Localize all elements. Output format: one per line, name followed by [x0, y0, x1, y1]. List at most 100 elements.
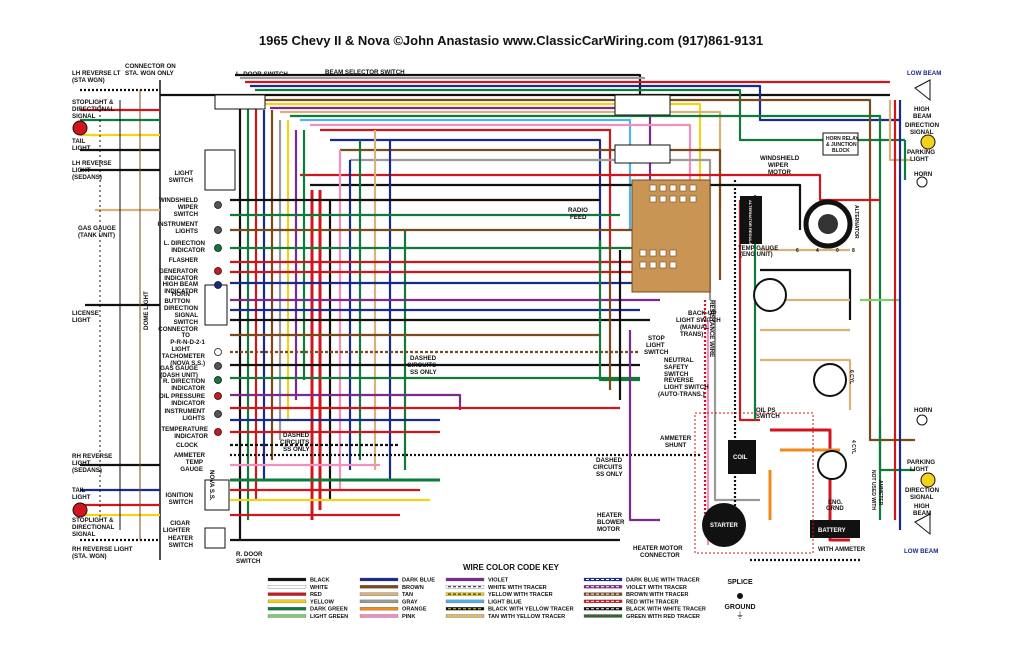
key-label: VIOLET WITH TRACER — [626, 585, 687, 591]
key-label: BLACK — [310, 578, 330, 584]
key-label: TAN WITH YELLOW TRACER — [488, 614, 565, 620]
key-swatch — [267, 599, 307, 604]
lbl-r-direction-1: R. DIRECTION — [163, 378, 205, 385]
lbl-instr-lights-3: INSTRUMENT — [164, 408, 205, 415]
lbl-tach-2: (NOVA S.S.) — [170, 360, 205, 367]
key-title: WIRE COLOR CODE KEY — [463, 563, 560, 572]
lbl-horn-relay-2: & JUNCTION — [826, 142, 857, 148]
bulkhead-connectors — [204, 94, 671, 549]
lbl-directional-1: DIRECTIONAL — [72, 106, 114, 113]
lbl-ws-wiper-motor-2: WIPER — [768, 162, 789, 169]
lbl-tank-unit: (TANK UNIT) — [78, 232, 115, 239]
lbl-temp-gauge-eng-1: TEMP GAUGE — [738, 246, 778, 252]
lbl-direction-sig-r3: DIRECTION — [905, 487, 940, 494]
lbl-dashed-1a: DASHED — [283, 432, 310, 439]
lbl-heater-sw-1: HEATER — [168, 535, 194, 542]
key-label: VIOLET — [488, 578, 509, 584]
direction-signal-top — [920, 134, 936, 150]
lbl-r-door-switch-2: SWITCH — [236, 558, 261, 565]
lbl-eng-grnd-1: ENG. — [828, 500, 843, 506]
rh-stoplight — [72, 502, 88, 518]
key-label: GRAY — [402, 599, 418, 605]
lbl-horn-r2: HORN — [914, 407, 933, 414]
lbl-backup-2: LIGHT SWITCH — [676, 317, 721, 324]
lbl-ws-wiper-motor-1: WINDSHIELD — [760, 155, 800, 162]
distributor-6cyl — [813, 363, 847, 397]
lbl-starter: STARTER — [710, 523, 739, 529]
lbl-high-beam-1: HIGH BEAM — [163, 281, 198, 288]
key-label: ORANGE — [402, 607, 427, 613]
lbl-cigar-2: LIGHTER — [163, 527, 191, 534]
key-label: LIGHT GREEN — [310, 614, 348, 620]
lbl-oil-press-2: INDICATOR — [171, 400, 205, 407]
lbl-parking-r1: PARKING — [907, 149, 935, 156]
lbl-high-beam-r3: HIGH — [914, 503, 930, 510]
lbl-ws-wiper-3: SWITCH — [174, 211, 199, 218]
labels-left: LH REVERSE LT (STA WGN) CONNECTOR ON STA… — [72, 63, 176, 560]
lbl-r-door-switch-1: R. DOOR — [236, 551, 263, 558]
key-label: LIGHT BLUE — [488, 599, 522, 605]
lbl-low-beam-2: LOW BEAM — [904, 548, 938, 555]
lbl-heater-sw-2: SWITCH — [169, 542, 194, 549]
lbl-sta-wgn-1: (STA WGN) — [72, 77, 105, 84]
labels-engine: HORN RELAY & JUNCTION BLOCK ALTERNATOR A… — [710, 136, 883, 553]
horn-relay-block — [822, 132, 859, 156]
lbl-high-beam-r4: BEAM — [913, 510, 931, 517]
lbl-clock: CLOCK — [176, 442, 199, 449]
key-swatch — [359, 599, 399, 604]
lbl-parking-r4: LIGHT — [910, 466, 929, 473]
lbl-signal-2: SIGNAL — [72, 531, 96, 538]
lbl-dir-sig-sw-4: CONNECTOR — [158, 326, 198, 333]
key-label: BROWN — [402, 585, 424, 591]
key-swatch — [359, 607, 399, 611]
splice-dot — [737, 593, 743, 599]
key-swatch — [267, 592, 307, 596]
lbl-dashed-2b: CIRCUITS — [407, 362, 436, 369]
lbl-ignition-2: SWITCH — [169, 499, 194, 506]
lbl-dir-sig-sw-1: DIRECTION — [164, 305, 199, 312]
lh-stoplight — [72, 120, 88, 136]
lbl-light-5: LIGHT — [72, 494, 91, 501]
lbl-dashed-1b: CIRCUITS — [280, 439, 309, 446]
lbl-l-direction-1: L. DIRECTION — [164, 240, 206, 247]
labels-center: L. DOOR SWITCH BEAM SELECTOR SWITCH R. D… — [236, 69, 800, 565]
key-swatch — [445, 577, 485, 582]
battery — [810, 520, 860, 538]
key-label: BLACK WITH WHITE TRACER — [626, 607, 706, 613]
lbl-coil: COIL — [733, 455, 748, 461]
key-label: RED — [310, 592, 322, 598]
wire-color-key: WIRE COLOR CODE KEY BLACKWHITEREDYELLOWD… — [267, 563, 756, 620]
diagram-title: 1965 Chevy II & Nova ©John Anastasio www… — [259, 33, 763, 48]
key-label: BLACK WITH YELLOW TRACER — [488, 607, 574, 613]
lbl-alt-regulator: ALTERNATOR REGULATOR — [748, 200, 753, 253]
key-label: DARK BLUE — [402, 578, 435, 584]
lbl-lh-reverse-lt: LH REVERSE LT — [72, 70, 121, 77]
lbl-directional-2: DIRECTIONAL — [72, 524, 114, 531]
lbl-sta-wgn-2: (STA. WGN) — [72, 553, 107, 560]
lbl-connector-on: CONNECTOR ON — [125, 63, 176, 70]
lbl-light-4: LIGHT — [72, 460, 91, 467]
lbl-direction-sig-r1: DIRECTION — [905, 122, 940, 129]
lbl-direction-sig-r4: SIGNAL — [910, 494, 934, 501]
lbl-gasdash-1: GAS GAUGE — [160, 365, 198, 372]
lbl-ammeter-shunt-1: AMMETER — [660, 435, 692, 442]
lbl-dashed-3c: SS ONLY — [596, 471, 623, 478]
lbl-tach-1: TACHOMETER — [162, 353, 206, 360]
lbl-alternator: ALTERNATOR — [853, 205, 859, 239]
lbl-cyl4: 4 CYL — [850, 440, 856, 454]
key-swatch — [445, 599, 485, 604]
lbl-temp-gauge-eng-2: (ENG UNIT) — [740, 252, 773, 258]
lbl-heater-blower-3: MOTOR — [597, 526, 620, 533]
key-label: BROWN WITH TRACER — [626, 592, 688, 598]
lbl-high-beam-r2: BEAM — [913, 113, 931, 120]
lbl-light-2: LIGHT — [72, 167, 91, 174]
lbl-prnd-2: P-R-N-D-2-1 — [170, 339, 205, 346]
key-label: YELLOW — [310, 599, 335, 605]
lbl-gauge-4: 8 — [852, 248, 855, 254]
alternator-regulator — [740, 196, 762, 244]
lbl-l-direction-2: INDICATOR — [171, 247, 205, 254]
lbl-instr-lights-4: LIGHTS — [182, 415, 205, 422]
lbl-instr-lights-2: LIGHTS — [175, 228, 198, 235]
lbl-resistance-wire: RESISTANCE WIRE — [708, 300, 715, 357]
lbl-rh-reverse: RH REVERSE — [72, 453, 112, 460]
